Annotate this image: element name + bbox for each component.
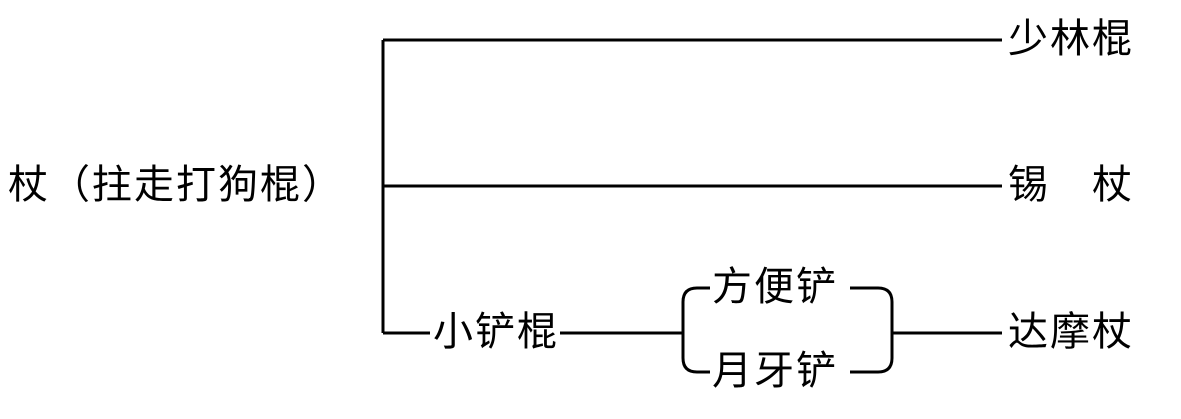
branch-shaolin-gun-label: 少林棍 [1008, 17, 1134, 61]
left-bracket [681, 286, 710, 374]
branch-xiao-chan-gun-label: 小铲棍 [433, 310, 559, 354]
child-fang-bian-chan-label: 方便铲 [712, 265, 838, 309]
branch-xi-zhang-label: 锡 杖 [1008, 163, 1134, 207]
child-yue-ya-chan-label: 月牙铲 [712, 349, 838, 393]
right-bracket [850, 286, 894, 374]
merge-da-mo-zhang-label: 达摩杖 [1008, 310, 1134, 354]
root-node-label: 杖（拄走打狗棍） [8, 163, 344, 207]
